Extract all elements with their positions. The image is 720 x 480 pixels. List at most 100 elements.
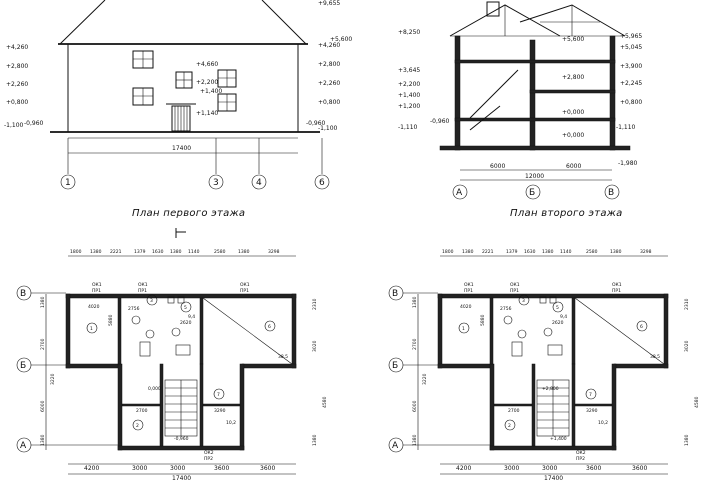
svg-text:2620: 2620	[552, 320, 564, 326]
svg-text:-1,100: -1,100	[318, 125, 338, 132]
svg-text:1379: 1379	[506, 249, 518, 255]
svg-text:В: В	[392, 289, 398, 299]
svg-text:1380: 1380	[40, 296, 46, 308]
roof-left-slope	[59, 0, 106, 45]
svg-text:ПР1: ПР1	[138, 288, 147, 294]
section-floor-upper	[454, 59, 616, 64]
svg-text:+2,245: +2,245	[620, 80, 642, 87]
svg-text:5: 5	[184, 305, 187, 311]
plan1-title: План первого этажа	[132, 208, 245, 219]
svg-text:1: 1	[90, 326, 93, 332]
svg-text:3298: 3298	[640, 249, 652, 255]
svg-text:1380: 1380	[462, 249, 474, 255]
svg-text:1380: 1380	[90, 249, 102, 255]
svg-text:2620: 2620	[180, 320, 192, 326]
plan1-internal-dims: 4020 5880 2756 9,4 2620 38,5 2700 3290 1…	[88, 304, 288, 426]
section-roof-right	[519, 4, 626, 37]
chimney	[486, 1, 500, 17]
plan2-right-dims: 2310 3020 4580 1380	[684, 298, 700, 446]
svg-text:ОК1: ОК1	[138, 282, 148, 288]
svg-text:7: 7	[217, 392, 220, 398]
svg-text:6: 6	[319, 178, 325, 188]
svg-text:38,5: 38,5	[278, 354, 288, 360]
svg-text:-0,960: -0,960	[430, 118, 450, 125]
svg-text:+2,800: +2,800	[6, 63, 28, 70]
svg-text:9,4: 9,4	[560, 314, 567, 320]
svg-text:А: А	[20, 441, 27, 451]
svg-text:3600: 3600	[214, 465, 229, 472]
plan1-wall-top	[65, 293, 297, 299]
svg-text:7: 7	[589, 392, 592, 398]
plan2-internal-dims: 4020 5880 2756 9,4 2620 38,5 2700 3290 1…	[460, 304, 660, 426]
svg-text:1380: 1380	[412, 434, 418, 446]
svg-text:ОК1: ОК1	[464, 282, 474, 288]
svg-text:ОК1: ОК1	[612, 282, 622, 288]
plan1-right-dims: 2310 3020 4580 1380	[312, 298, 328, 446]
svg-text:6000: 6000	[40, 400, 46, 412]
svg-text:10,2: 10,2	[598, 420, 608, 426]
svg-text:+2,200: +2,200	[398, 81, 420, 88]
svg-text:2700: 2700	[412, 338, 418, 350]
svg-text:2310: 2310	[684, 298, 690, 310]
svg-text:4580: 4580	[694, 396, 700, 408]
svg-text:2221: 2221	[110, 249, 122, 255]
svg-text:ПР1: ПР1	[510, 288, 519, 294]
plan1-window-tags: ОК1 ПР1 ОК1 ПР1 ОК1 ПР1 ОК2 ПР2	[92, 282, 250, 462]
svg-text:+1,200: +1,200	[398, 103, 420, 110]
section-floor-mid	[529, 89, 616, 94]
svg-text:+4,260: +4,260	[318, 42, 340, 49]
svg-text:3290: 3290	[214, 408, 226, 414]
svg-text:+2,260: +2,260	[318, 80, 340, 87]
svg-text:6: 6	[268, 324, 271, 330]
section-wall-left	[454, 35, 461, 151]
svg-text:ОК1: ОК1	[510, 282, 520, 288]
svg-text:ОК1: ОК1	[92, 282, 102, 288]
plan2-level-mark: +1,400	[550, 436, 567, 442]
svg-text:+0,800: +0,800	[620, 99, 642, 106]
svg-text:1140: 1140	[560, 249, 572, 255]
svg-text:3020: 3020	[312, 340, 318, 352]
svg-text:5: 5	[556, 305, 559, 311]
svg-text:4200: 4200	[456, 465, 471, 472]
section-stair	[469, 69, 519, 119]
svg-text:2756: 2756	[128, 306, 140, 312]
svg-text:5880: 5880	[480, 314, 486, 326]
svg-text:-0,960: -0,960	[306, 120, 326, 127]
svg-text:1630: 1630	[152, 249, 164, 255]
svg-text:ОК2: ОК2	[576, 450, 586, 456]
building-section: +8,250 +3,645 +2,200 +1,400 +1,200 -0,96…	[398, 1, 642, 200]
svg-text:3: 3	[213, 178, 219, 188]
svg-text:3290: 3290	[586, 408, 598, 414]
section-axes: А Б В	[452, 184, 620, 200]
svg-text:ОК1: ОК1	[240, 282, 250, 288]
svg-text:В: В	[20, 289, 26, 299]
svg-text:-0,960: -0,960	[24, 120, 44, 127]
svg-text:2580: 2580	[214, 249, 226, 255]
svg-text:3000: 3000	[170, 465, 185, 472]
svg-text:3000: 3000	[504, 465, 519, 472]
svg-text:38,5: 38,5	[650, 354, 660, 360]
plan1-room-numbers: 1 2 3 5 6 7	[86, 294, 276, 431]
svg-text:2221: 2221	[482, 249, 494, 255]
svg-text:2580: 2580	[586, 249, 598, 255]
section-floor-ground	[454, 117, 616, 122]
svg-text:1380: 1380	[610, 249, 622, 255]
section-stair-lower	[469, 105, 501, 131]
svg-text:3600: 3600	[586, 465, 601, 472]
elevation-axes: 1 3 4 6	[60, 138, 330, 190]
plan1-side-dims: 1380 2700 3220 6000 1380	[40, 296, 56, 446]
svg-text:1380: 1380	[170, 249, 182, 255]
svg-text:5880: 5880	[108, 314, 114, 326]
section-foundation	[439, 145, 631, 151]
svg-text:2700: 2700	[508, 408, 520, 414]
svg-text:9,4: 9,4	[188, 314, 195, 320]
plan2-title: План второго этажа	[510, 208, 623, 219]
svg-text:1380: 1380	[238, 249, 250, 255]
plan-first-floor: 1800 1380 2221 1379 1630 1380 1140 2580 …	[16, 249, 328, 480]
plan2-room6-diagonal	[574, 297, 665, 365]
svg-text:+3,645: +3,645	[398, 67, 420, 74]
svg-text:2700: 2700	[40, 338, 46, 350]
section-levels-right: +5,965 +5,045 +3,900 +2,245 +0,800 -1,11…	[616, 33, 642, 167]
plan1-room6-diagonal	[202, 297, 293, 365]
svg-text:+2,800: +2,800	[562, 74, 584, 81]
